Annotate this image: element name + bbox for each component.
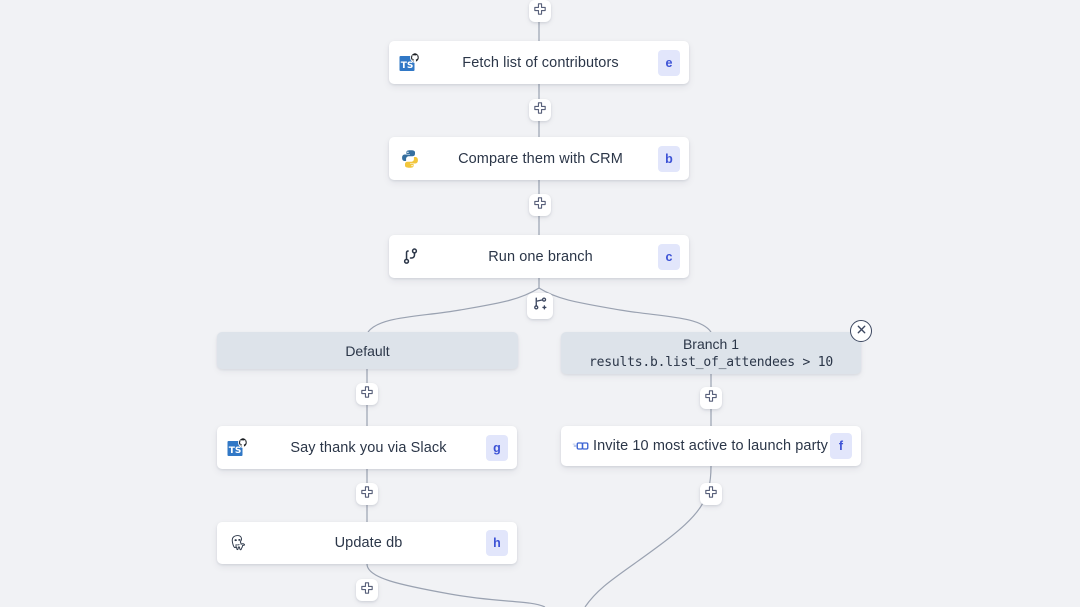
add-branch-button[interactable]: [527, 293, 553, 319]
node-label: Say thank you via Slack: [290, 439, 447, 456]
node-say-thank-you-via-slack[interactable]: TS Say thank you via Slack g: [217, 426, 517, 469]
plus-icon: [533, 101, 547, 120]
node-badge[interactable]: g: [486, 434, 508, 461]
plus-icon: [360, 581, 374, 600]
node-badge[interactable]: f: [830, 433, 852, 459]
git-branch-icon: [397, 244, 423, 270]
plus-icon: [533, 196, 547, 215]
add-step-after-compare-button[interactable]: [529, 194, 551, 216]
svg-text:TS: TS: [229, 446, 242, 456]
branch-plus-icon: [532, 295, 549, 317]
add-step-after-fetch-button[interactable]: [529, 99, 551, 121]
node-update-db[interactable]: Update db h: [217, 522, 517, 564]
node-label: Compare them with CRM: [458, 150, 623, 167]
add-step-after-invite-button[interactable]: [700, 483, 722, 505]
plus-icon: [704, 389, 718, 408]
node-label: Update db: [334, 535, 403, 551]
close-icon: [856, 322, 867, 340]
branch-default[interactable]: Default: [217, 332, 518, 369]
node-label: Invite 10 most active to launch party: [592, 438, 828, 454]
branch-title: Default: [345, 342, 390, 359]
node-invite-10-most-active-to-launch-party[interactable]: Invite 10 most active to launch party f: [561, 426, 861, 466]
remove-branch-1-button[interactable]: [850, 320, 872, 342]
plus-icon: [533, 2, 547, 21]
link-icon: [571, 433, 591, 459]
node-fetch-list-of-contributors[interactable]: TS Fetch list of contributors e: [389, 41, 689, 84]
add-step-default-branch-button[interactable]: [356, 383, 378, 405]
node-badge[interactable]: h: [486, 530, 508, 556]
plus-icon: [360, 485, 374, 504]
plus-icon: [360, 385, 374, 404]
node-label: Run one branch: [488, 248, 593, 265]
node-compare-them-with-crm[interactable]: Compare them with CRM b: [389, 137, 689, 180]
add-step-branch-1-button[interactable]: [700, 387, 722, 409]
plus-icon: [704, 485, 718, 504]
branch-1[interactable]: Branch 1 results.b.list_of_attendees > 1…: [561, 332, 861, 374]
add-step-after-update-db-button[interactable]: [356, 579, 378, 601]
add-step-top-button[interactable]: [529, 0, 551, 22]
node-badge[interactable]: c: [658, 243, 680, 270]
branch-title: Branch 1: [682, 335, 740, 352]
postgresql-icon: [225, 530, 251, 556]
branch-condition[interactable]: results.b.list_of_attendees > 10: [588, 354, 834, 370]
node-badge[interactable]: b: [658, 145, 680, 172]
typescript-github-icon: TS: [225, 435, 251, 461]
node-label: Fetch list of contributors: [462, 54, 619, 71]
python-icon: [397, 146, 423, 172]
add-step-after-slack-button[interactable]: [356, 483, 378, 505]
svg-text:TS: TS: [401, 61, 414, 71]
typescript-github-icon: TS: [397, 50, 423, 76]
node-run-one-branch[interactable]: Run one branch c: [389, 235, 689, 278]
node-badge[interactable]: e: [658, 49, 680, 76]
